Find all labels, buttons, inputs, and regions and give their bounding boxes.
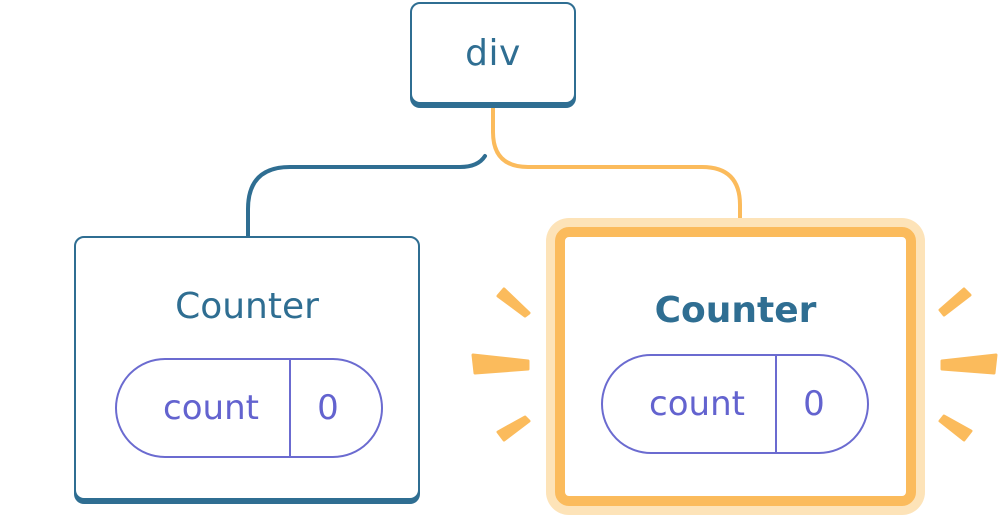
state-name-left: count xyxy=(117,360,291,456)
burst-ray-left-top xyxy=(496,287,531,318)
counter-title-right: Counter xyxy=(654,290,817,331)
burst-ray-right-bottom xyxy=(938,414,973,442)
burst-ray-left-mid xyxy=(471,353,530,375)
state-pill-left: count 0 xyxy=(115,358,383,458)
connector-left xyxy=(246,154,487,239)
root-div-label: div xyxy=(465,32,521,74)
burst-ray-left-bottom xyxy=(496,415,531,442)
burst-ray-right-mid xyxy=(940,353,998,375)
state-name-right: count xyxy=(603,356,777,452)
connector-right xyxy=(491,104,742,228)
state-pill-right: count 0 xyxy=(601,354,869,454)
burst-ray-right-top xyxy=(938,287,972,317)
state-value-right: 0 xyxy=(803,384,825,424)
counter-node-right-highlighted: Counter count 0 xyxy=(555,227,916,506)
state-value-left: 0 xyxy=(317,388,339,428)
root-div-node: div xyxy=(410,2,576,104)
counter-node-left: Counter count 0 xyxy=(74,236,420,500)
counter-title-left: Counter xyxy=(175,286,319,327)
